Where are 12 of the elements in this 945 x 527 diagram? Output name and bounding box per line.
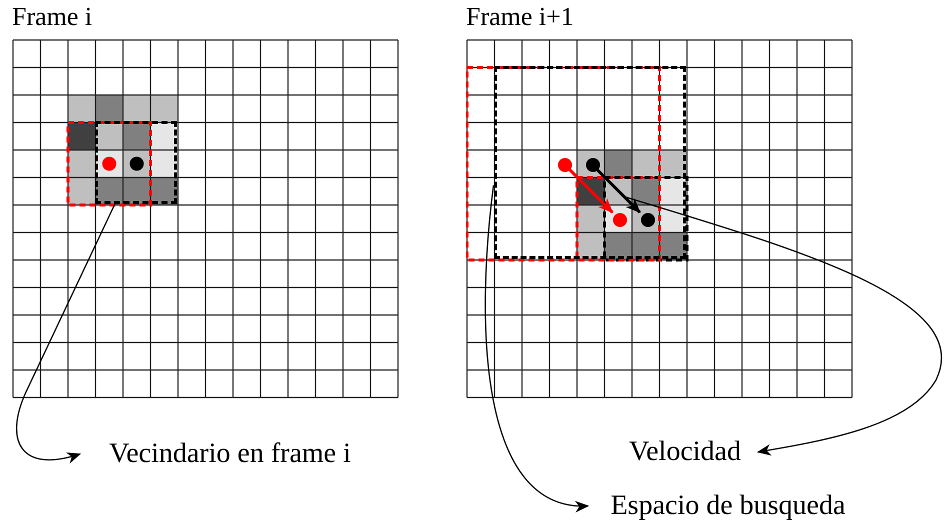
dashed-region bbox=[94, 121, 177, 204]
leader-arrow bbox=[622, 195, 942, 456]
dashed-region bbox=[494, 66, 686, 258]
velocity-arrow bbox=[594, 166, 641, 214]
callout-text: Vecindario en frame i bbox=[80, 436, 380, 472]
leader-arrow bbox=[16, 203, 116, 464]
callout-text: Espacio de busqueda bbox=[588, 488, 868, 524]
frame-title: Frame i+1 bbox=[466, 2, 574, 32]
callout-text: Velocidad bbox=[612, 434, 758, 470]
leader-arrow bbox=[484, 185, 590, 511]
velocity-arrow bbox=[566, 166, 614, 214]
frame-title: Frame i bbox=[12, 2, 92, 32]
